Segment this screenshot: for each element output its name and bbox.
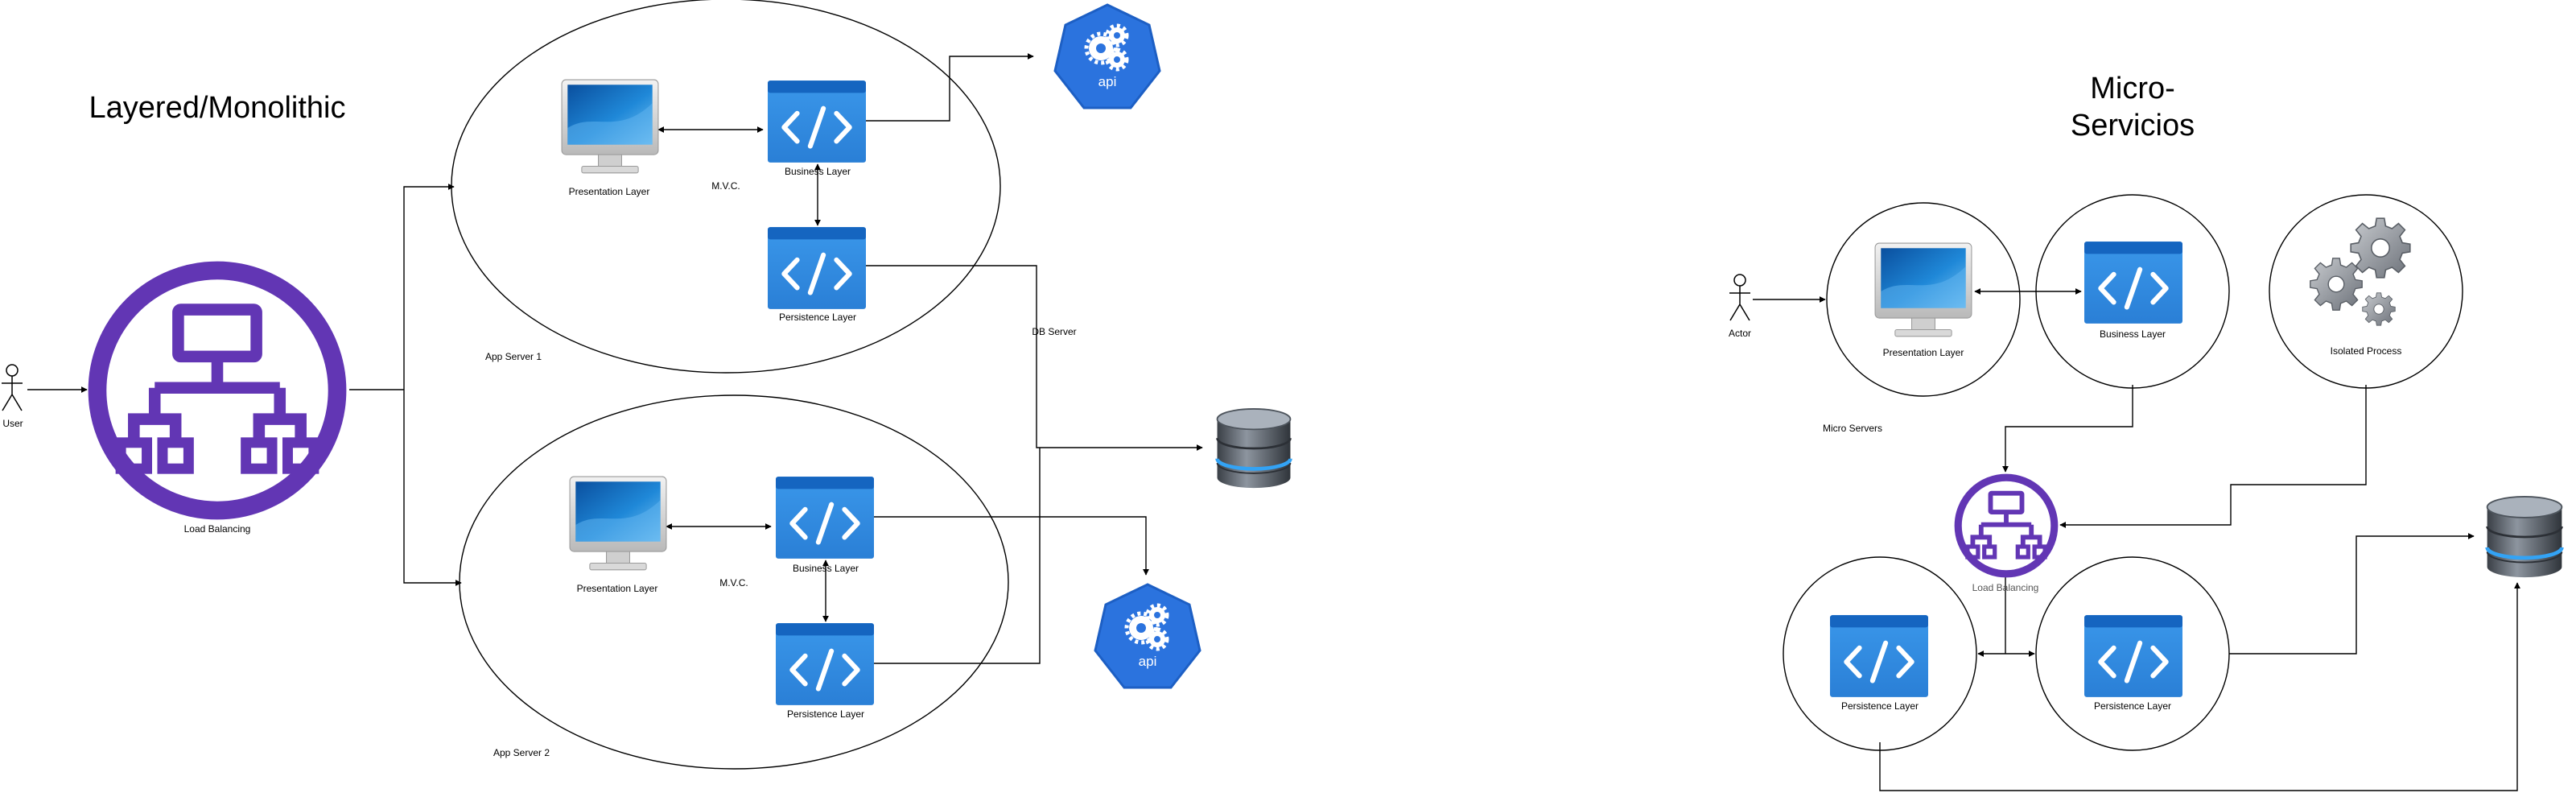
micro-database-icon <box>2487 497 2562 577</box>
actor-label: Actor <box>1729 328 1751 339</box>
s2-presentation-label: Presentation Layer <box>577 583 658 594</box>
micro-servers-label: Micro Servers <box>1823 423 1882 434</box>
s2-persistence-to-db-edge <box>874 448 1041 664</box>
s1-presentation-label: Presentation Layer <box>569 186 650 197</box>
api-1-icon <box>1055 5 1160 108</box>
micro-load-balancer-icon <box>1958 477 2055 574</box>
persistence-2-to-db-edge <box>2229 533 2475 655</box>
micro-title-line-1: Micro- <box>2090 72 2175 105</box>
isolated-gear-small-icon <box>2362 292 2396 326</box>
layered-monolithic-diagram: Layered/Monolithic User Load Balancing <box>1 0 1291 770</box>
s1-business-to-api-edge <box>866 53 1034 122</box>
s2-business-label: Business Layer <box>793 563 859 574</box>
micro-business-code-icon <box>2084 242 2182 324</box>
s2-business-to-api-edge <box>874 516 1149 576</box>
s1-persistence-label: Persistence Layer <box>779 312 856 323</box>
lb-to-app-server-2-edge <box>403 390 462 586</box>
api-2-label: api <box>1139 654 1157 669</box>
isolated-process-label: Isolated Process <box>2331 345 2402 357</box>
actor-icon <box>1729 274 1751 321</box>
s1-persistence-code-icon <box>768 227 866 309</box>
user-icon <box>1 364 23 411</box>
db-server-database-icon <box>1218 409 1291 488</box>
left-connectors <box>27 53 1203 664</box>
micro-title-line-2: Servicios <box>2071 109 2195 142</box>
s2-business-code-icon <box>776 477 874 559</box>
s2-mvc-label: M.V.C. <box>719 577 748 588</box>
microservices-diagram: Micro- Servicios Actor Presentation Laye… <box>1729 72 2562 791</box>
s1-persistence-to-db-edge <box>866 265 1203 451</box>
isolated-to-lb-edge <box>2059 385 2367 528</box>
load-balancer-icon <box>97 270 337 510</box>
s1-business-code-icon <box>768 81 866 163</box>
s2-persistence-code-icon <box>776 623 874 705</box>
persistence-1-to-db-edge <box>1879 582 2520 791</box>
isolated-gear-large-icon <box>2350 217 2411 279</box>
micro-persistence-1-code-icon <box>1830 615 1928 697</box>
app-server-2-label: App Server 2 <box>493 747 550 758</box>
micro-load-balancer-label: Load Balancing <box>1972 582 2039 593</box>
right-connectors <box>1753 288 2520 791</box>
isolated-gear-medium-icon <box>2310 258 2363 311</box>
micro-persistence-2-code-icon <box>2084 615 2182 697</box>
app-server-1-label: App Server 1 <box>485 351 542 362</box>
s1-business-label: Business Layer <box>785 166 851 177</box>
micro-presentation-label: Presentation Layer <box>1883 347 1964 358</box>
business-to-lb-edge <box>2002 385 2133 473</box>
micro-persistence-1-label: Persistence Layer <box>1841 700 1919 712</box>
layered-title: Layered/Monolithic <box>89 91 346 125</box>
user-label: User <box>2 418 23 429</box>
micro-business-label: Business Layer <box>2100 328 2166 340</box>
load-balancer-label: Load Balancing <box>184 523 251 535</box>
api-2-icon <box>1095 584 1200 688</box>
s2-persistence-label: Persistence Layer <box>787 708 864 720</box>
s1-mvc-label: M.V.C. <box>711 180 740 192</box>
db-server-label: DB Server <box>1032 326 1076 337</box>
micro-persistence-2-label: Persistence Layer <box>2094 700 2171 712</box>
api-1-label: api <box>1098 74 1117 89</box>
isolated-process-container <box>2269 194 2463 389</box>
lb-to-app-server-1-edge <box>403 184 455 390</box>
